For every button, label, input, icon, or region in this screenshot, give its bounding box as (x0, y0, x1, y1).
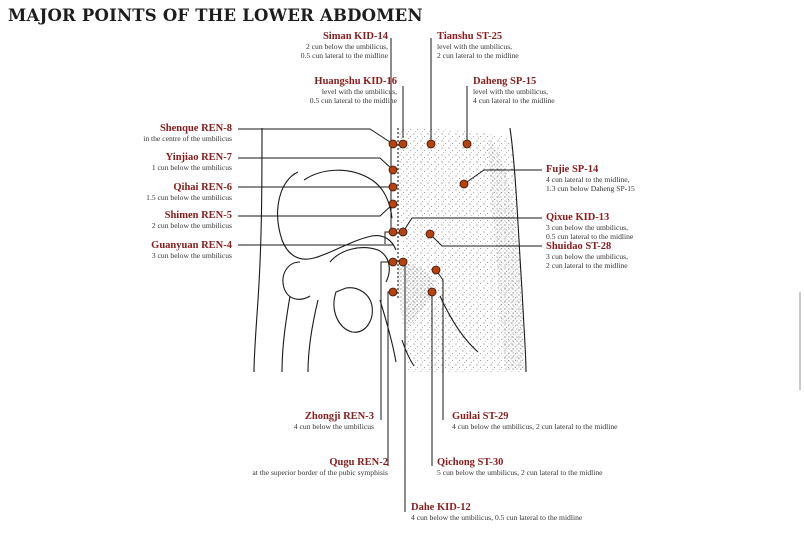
torso-figure (253, 127, 527, 373)
tianshu-desc-1: level with the umbilicus, (437, 42, 513, 52)
yinjiao-desc: 1 cun below the umbilicus (151, 163, 232, 173)
zhongji-desc: 4 cun below the umbilicus (293, 422, 374, 432)
label-qichong: Qichong ST-30 5 cun below the umbilicus,… (437, 457, 603, 478)
shimen-name: Shimen REN-5 (164, 210, 232, 221)
qichong-desc: 5 cun below the umbilicus, 2 cun lateral… (437, 468, 603, 478)
page-title: MAJOR POINTS OF THE LOWER ABDOMEN (8, 6, 423, 25)
fujie-desc-2: 1.3 cun below Daheng SP-15 (546, 183, 635, 193)
label-shenque: Shenque REN-8 in the centre of the umbil… (143, 123, 232, 144)
dahe-name: Dahe KID-12 (411, 502, 471, 513)
point-dahe (398, 257, 408, 267)
shuidao-desc-1: 3 cun below the umbilicus, (546, 252, 629, 262)
point-shimen (388, 199, 398, 209)
qihai-desc: 1.5 cun below the umbilicus (146, 193, 232, 203)
point-shenque (388, 139, 398, 149)
label-yinjiao: Yinjiao REN-7 1 cun below the umbilicus (152, 152, 232, 173)
huangshu-desc-1: level with the umbilicus, (321, 87, 397, 97)
label-huangshu: Huangshu KID-16 level with the umbilicus… (310, 76, 397, 106)
scrollbar[interactable] (799, 292, 801, 390)
label-daheng: Daheng SP-15 level with the umbilicus, 4… (473, 76, 555, 106)
label-qugu: Qugu REN-2 at the superior border of the… (252, 457, 388, 478)
label-tianshu: Tianshu ST-25 level with the umbilicus, … (437, 31, 519, 61)
shimen-desc: 2 cun below the umbilicus (151, 221, 232, 231)
qugu-name: Qugu REN-2 (329, 457, 388, 468)
shuidao-desc-2: 2 cun lateral to the midline (546, 260, 628, 270)
label-shuidao: Shuidao ST-28 3 cun below the umbilicus,… (546, 241, 628, 271)
label-guilai: Guilai ST-29 4 cun below the umbilicus, … (452, 411, 618, 432)
point-yinjiao (388, 165, 398, 175)
point-daheng (462, 139, 472, 149)
guilai-desc: 4 cun below the umbilicus, 2 cun lateral… (452, 422, 618, 432)
label-qixue: Qixue KID-13 3 cun below the umbilicus, … (546, 212, 633, 242)
label-guanyuan: Guanyuan REN-4 3 cun below the umbilicus (151, 240, 232, 261)
dahe-desc: 4 cun below the umbilicus, 0.5 cun later… (411, 513, 583, 523)
acupoint-markers (388, 139, 472, 297)
tianshu-desc-2: 2 cun lateral to the midline (437, 50, 519, 60)
qihai-name: Qihai REN-6 (173, 182, 232, 193)
siman-name: Siman KID-14 (322, 31, 388, 42)
label-fujie: Fujie SP-14 4 cun lateral to the midline… (546, 164, 635, 194)
daheng-desc-2: 4 cun lateral to the midline (473, 95, 555, 105)
point-huangshu (398, 139, 408, 149)
point-qixue (398, 227, 408, 237)
label-shimen: Shimen REN-5 2 cun below the umbilicus (152, 210, 232, 231)
daheng-name: Daheng SP-15 (473, 76, 537, 87)
point-qugu (388, 287, 398, 297)
point-tianshu (426, 139, 436, 149)
point-shuidao (425, 229, 435, 239)
siman-desc-1: 2 cun below the umbilicus, (305, 42, 388, 52)
label-dahe: Dahe KID-12 4 cun below the umbilicus, 0… (411, 502, 582, 523)
qixue-name: Qixue KID-13 (546, 212, 610, 223)
fujie-name: Fujie SP-14 (546, 164, 599, 175)
point-zhongji (388, 257, 398, 267)
siman-desc-2: 0.5 cun lateral to the midline (300, 50, 388, 60)
qixue-desc-2: 0.5 cun lateral to the midline (546, 231, 634, 241)
point-qichong (427, 287, 437, 297)
guanyuan-desc: 3 cun below the umbilicus (151, 251, 232, 261)
point-qihai (388, 182, 398, 192)
yinjiao-name: Yinjiao REN-7 (165, 152, 232, 163)
daheng-desc-1: level with the umbilicus, (473, 87, 549, 97)
shuidao-name: Shuidao ST-28 (546, 241, 612, 252)
qixue-desc-1: 3 cun below the umbilicus, (546, 223, 629, 233)
fujie-desc-1: 4 cun lateral to the midline, (546, 175, 630, 185)
qichong-name: Qichong ST-30 (437, 457, 504, 468)
huangshu-name: Huangshu KID-16 (314, 76, 397, 87)
point-guilai (431, 265, 441, 275)
zhongji-name: Zhongji REN-3 (304, 411, 374, 422)
point-fujie (459, 179, 469, 189)
label-siman: Siman KID-14 2 cun below the umbilicus, … (301, 31, 388, 61)
tianshu-name: Tianshu ST-25 (437, 31, 503, 42)
shenque-desc: in the centre of the umbilicus (143, 134, 232, 144)
guilai-name: Guilai ST-29 (452, 411, 509, 422)
point-guanyuan (388, 227, 398, 237)
huangshu-desc-2: 0.5 cun lateral to the midline (309, 95, 397, 105)
shenque-name: Shenque REN-8 (159, 123, 232, 134)
label-qihai: Qihai REN-6 1.5 cun below the umbilicus (146, 182, 232, 203)
guanyuan-name: Guanyuan REN-4 (151, 240, 232, 251)
label-zhongji: Zhongji REN-3 4 cun below the umbilicus (294, 411, 374, 432)
qugu-desc: at the superior border of the pubic symp… (252, 468, 388, 478)
